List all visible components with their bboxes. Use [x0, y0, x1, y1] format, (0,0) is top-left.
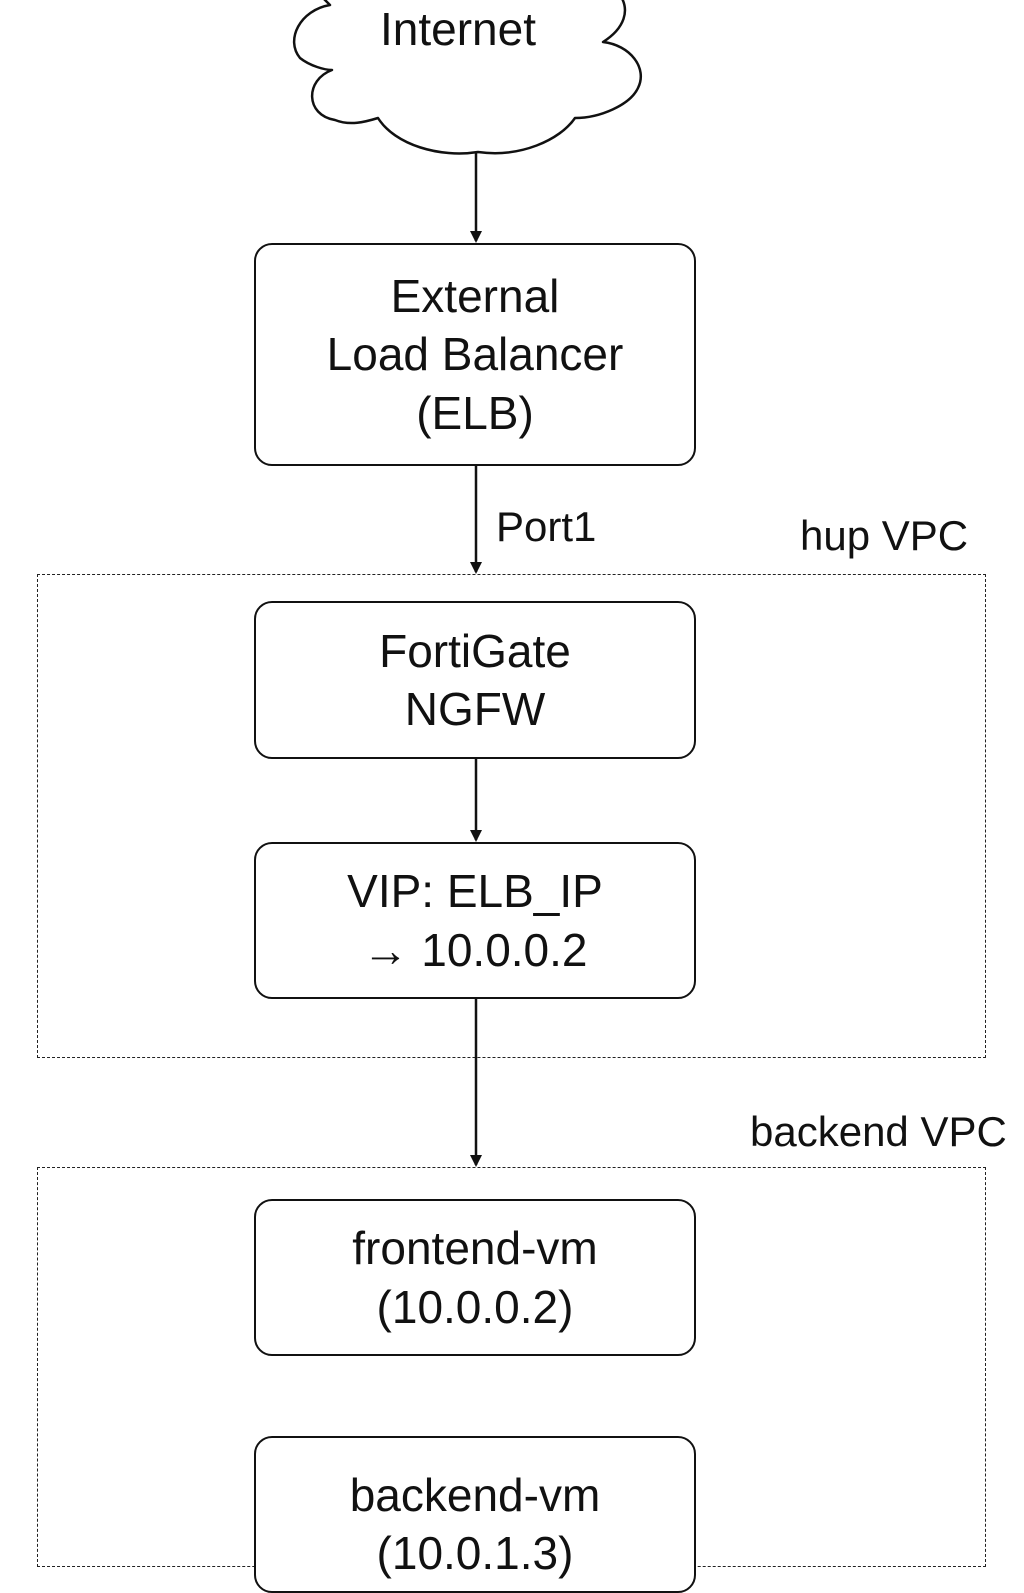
fortigate-line-2: NGFW	[404, 683, 546, 735]
fortigate-line-1: FortiGate	[379, 624, 571, 677]
frontend-vm-line-2: (10.0.0.2)	[376, 1280, 574, 1333]
elb-line-3: (ELB)	[416, 386, 534, 439]
port1-label: Port1	[496, 503, 597, 550]
backend-vm-line-2: (10.0.1.3)	[376, 1527, 574, 1580]
internet-label: Internet	[380, 3, 536, 55]
elb-node: External Load Balancer (ELB)	[254, 243, 696, 466]
elb-line-1: External	[390, 269, 560, 322]
vip-line-1: VIP: ELB_IP	[347, 865, 603, 918]
fortigate-node: FortiGate NGFW	[254, 601, 696, 759]
vip-line-2: → 10.0.0.2	[362, 923, 588, 976]
vip-node: VIP: ELB_IP → 10.0.0.2	[254, 842, 696, 999]
frontend-vm-line-1: frontend-vm	[352, 1222, 598, 1275]
frontend-vm-node: frontend-vm (10.0.0.2)	[254, 1199, 696, 1356]
cloud-icon	[292, 0, 642, 155]
hub-vpc-label: hup VPC	[800, 512, 969, 559]
backend-vm-node: backend-vm (10.0.1.3)	[254, 1436, 696, 1593]
connectors	[292, 0, 642, 1167]
backend-vpc-label: backend VPC	[750, 1108, 1007, 1155]
hub-vpc-zone	[37, 574, 986, 1058]
network-diagram: hup VPC backend VPC Internet External Lo…	[37, 0, 1007, 1593]
elb-line-2: Load Balancer	[326, 328, 624, 381]
backend-vm-line-1: backend-vm	[349, 1469, 601, 1521]
